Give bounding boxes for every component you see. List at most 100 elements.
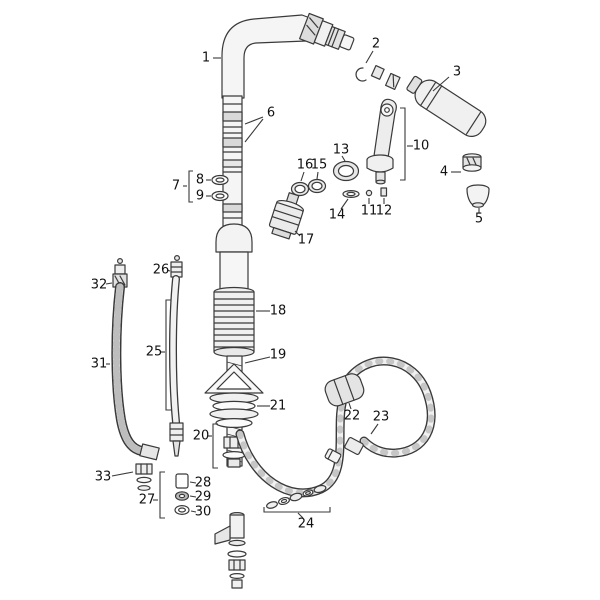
part-callout-28: 28 [189,476,212,491]
aerator-insert [462,153,482,172]
part-callout-27: 27 [139,471,165,519]
part-number: 27 [139,493,156,508]
handle-screws [365,187,388,197]
part-callout-22: 22 [344,402,361,424]
part-callout-15: 15 [311,158,328,180]
part-number: 20 [193,429,210,444]
leader-line [111,471,134,477]
spout-neck [222,95,243,227]
leader-line [370,423,379,435]
part-callout-12: 12 [376,198,392,219]
part-number: 30 [195,505,212,520]
leader-line [340,198,349,210]
part-callout-26: 26 [153,263,171,278]
group-bracket [165,299,171,411]
spray-head [406,75,487,137]
part-callout-10: 10 [400,107,430,181]
part-callout-31: 31 [91,357,110,372]
leader-line [294,230,301,237]
part-number: 13 [333,143,350,158]
part-callout-19: 19 [244,348,286,364]
leader-line [244,118,264,143]
part-number: 17 [298,233,315,248]
cartridge [268,192,305,240]
spout [221,12,355,99]
check-valve-parts [266,484,327,509]
washer-14 [342,190,360,199]
part-callout-29: 29 [189,490,212,505]
part-number: 18 [270,304,287,319]
part-callout-2: 2 [365,37,380,64]
part-callout-25: 25 [146,299,171,411]
part-callout-17: 17 [294,230,315,248]
part-number: 22 [344,409,361,424]
part-number: 15 [311,158,328,173]
part-callout-24: 24 [263,507,331,532]
part-callout-1: 1 [202,51,221,66]
retaining-clip-set [355,65,401,91]
part-callout-30: 30 [190,505,212,520]
leader-line [300,171,305,182]
part-callout-4: 4 [440,165,461,180]
aerator-housing [466,184,490,208]
part-number: 25 [146,345,163,360]
part-callout-11: 11 [361,198,378,219]
hose-weight [324,373,365,407]
part-number: 6 [267,106,275,121]
outlet-elbow [214,511,247,589]
part-callout-6: 6 [244,106,275,143]
leader-line [189,481,197,484]
part-number: 26 [153,263,170,278]
faucet-body [215,223,253,291]
part-number: 1 [202,51,210,66]
seal-ring-15 [307,178,327,194]
leader-line [244,116,264,125]
part-number: 28 [195,476,212,491]
mounting-plate [204,363,264,429]
part-callout-20: 20 [193,423,218,469]
part-number: 3 [453,65,461,80]
part-number: 9 [196,189,204,204]
group-bracket [159,471,165,519]
part-number: 16 [297,158,314,173]
part-number: 32 [91,278,108,293]
part-callout-5: 5 [475,208,483,227]
part-number: 5 [475,212,483,227]
part-number: 14 [329,208,346,223]
group-bracket [400,107,406,181]
part-callout-32: 32 [91,278,113,293]
part-number: 29 [195,490,212,505]
leader-line [432,76,450,92]
part-callout-14: 14 [329,198,349,223]
supply-hose-braided [111,258,160,461]
hose-coupling [324,437,364,464]
leader-line [316,171,319,180]
part-callout-18: 18 [256,304,286,319]
part-callout-3: 3 [432,65,461,92]
leader-line [189,495,197,498]
handle-lever [366,98,397,185]
part-number: 24 [298,517,315,532]
leader-line [244,356,271,364]
part-number: 11 [361,204,378,219]
part-number: 7 [172,179,180,194]
part-number: 8 [196,173,204,188]
group-bracket [263,507,331,513]
part-callout-13: 13 [333,143,350,162]
group-bracket [212,423,218,469]
leader-line [190,510,197,513]
ribbed-base [213,286,255,358]
part-number: 33 [95,470,112,485]
leader-line [105,282,113,285]
hose-seal-parts [174,473,190,516]
part-callout-23: 23 [370,410,389,435]
part-number: 10 [413,139,430,154]
group-bracket [188,170,193,203]
supply-hose-smooth [169,255,184,457]
part-callout-33: 33 [95,470,134,485]
leader-line [348,402,352,410]
union-nuts [135,463,153,491]
part-number: 31 [91,357,108,372]
